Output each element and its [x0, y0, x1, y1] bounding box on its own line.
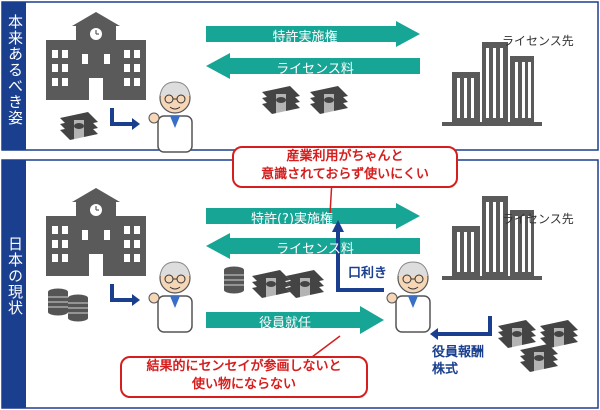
patent-label-bottom: 特許(?)実施権: [250, 212, 334, 227]
kuchiki-label: 口利き: [346, 262, 390, 281]
license-fee-label-top: ライセンス料: [276, 62, 354, 77]
arrow-patent-bottom: [206, 203, 420, 229]
top-panel-label: 本来あるべき姿: [6, 14, 24, 126]
callout-top: 産業利用がちゃんと 意識されておらず使いにくい: [232, 146, 458, 188]
coins-icon-bottom-2: [67, 294, 89, 322]
top-panel-tab: [2, 2, 26, 150]
arrow-compensation: [436, 316, 492, 336]
arrow-kuchiki: [336, 230, 384, 292]
arrow-university-to-prof-top: [110, 108, 132, 126]
callout-bottom: 結果的にセンセイが参画しないと 使い物にならない: [120, 356, 368, 398]
license-fee-label-bottom: ライセンス料: [276, 242, 354, 257]
board-label: 役員就任: [258, 316, 311, 331]
arrow-patent-top: [206, 21, 420, 47]
bottom-panel-tab: [2, 160, 26, 408]
arrow-board-appointment: [206, 306, 384, 334]
licensee-label-top: ライセンス先: [502, 34, 574, 48]
arrow-license-fee-top: [206, 53, 420, 79]
patent-label-top: 特許実施権: [272, 30, 338, 45]
arrow-university-to-prof-bottom: [110, 284, 132, 302]
bottom-panel-label: 日本の現状: [6, 236, 24, 316]
coins-icon-bottom-1: [47, 288, 69, 316]
coins-icon-bottom-3: [223, 266, 245, 294]
arrow-license-fee-bottom: [206, 233, 420, 259]
compensation-label: 役員報酬 株式: [432, 345, 485, 377]
licensee-label-bottom: ライセンス先: [502, 212, 574, 226]
